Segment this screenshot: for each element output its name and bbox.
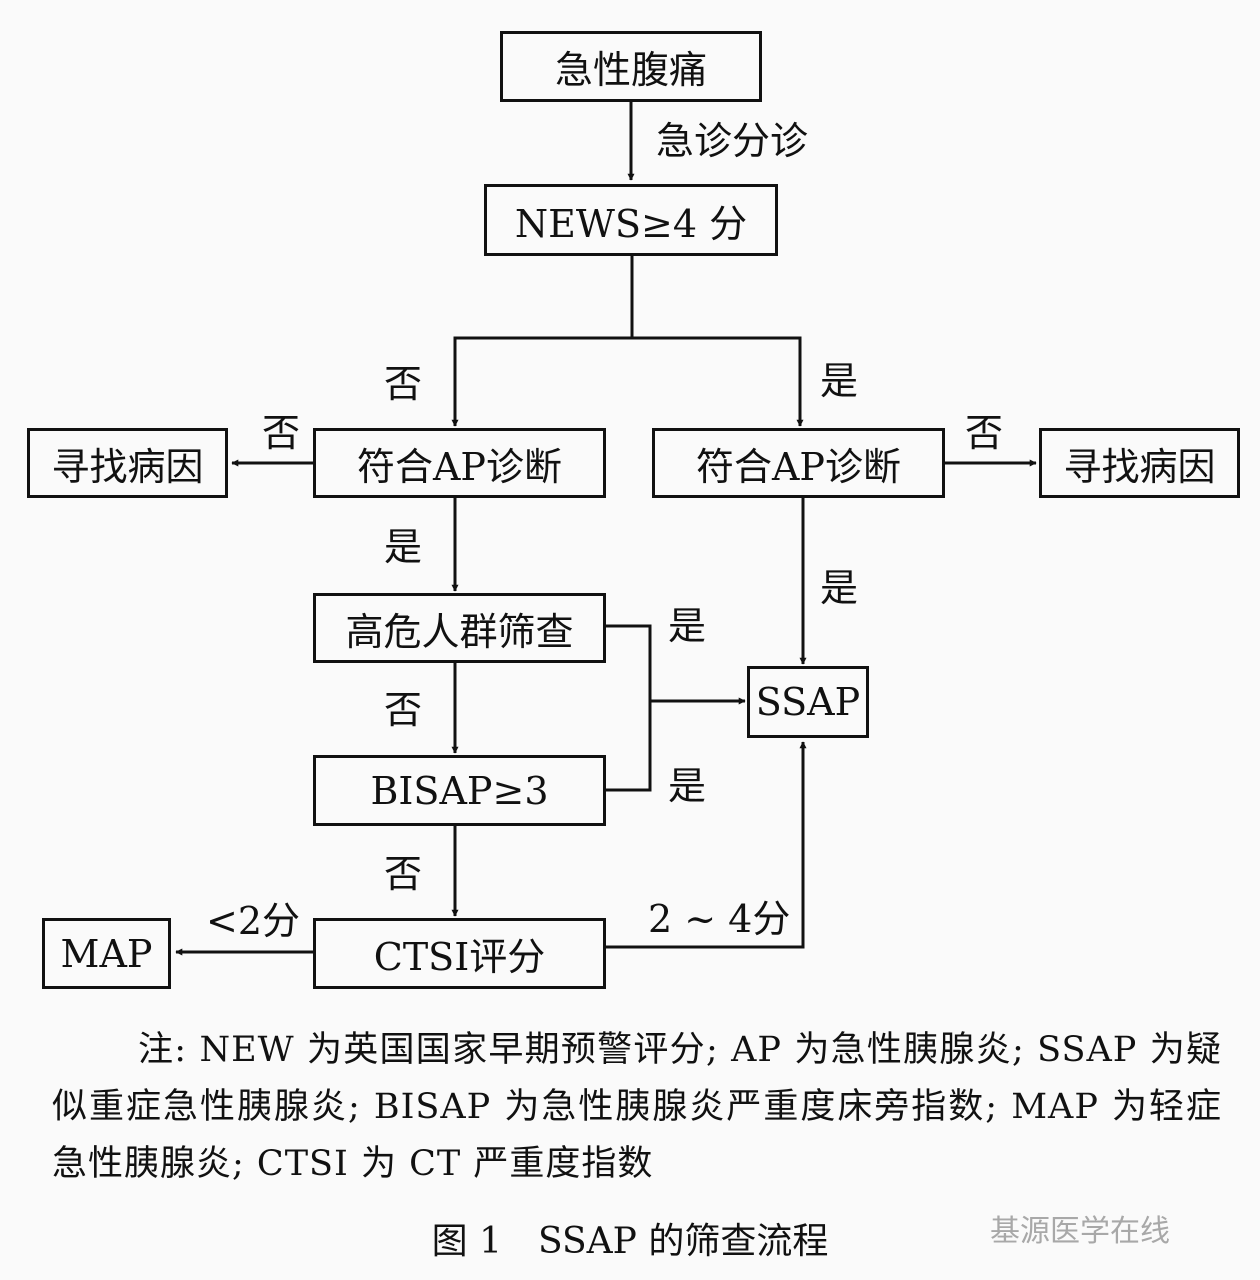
label-ap-left-no: 否 xyxy=(262,411,301,455)
node-high-risk-screening: 高危人群筛查 xyxy=(313,593,606,663)
node-find-cause-left: 寻找病因 xyxy=(27,428,228,498)
node-ap-diagnosis-right: 符合AP诊断 xyxy=(652,428,945,498)
label-highrisk-no: 否 xyxy=(384,688,423,732)
connector-ctsi-to-ssap xyxy=(605,741,807,949)
label-ap-left-yes: 是 xyxy=(384,525,423,569)
label-triage: 急诊分诊 xyxy=(656,119,809,163)
label-ap-right-yes: 是 xyxy=(820,566,859,610)
node-ctsi-score: CTSI评分 xyxy=(313,918,606,989)
label-bisap-no: 否 xyxy=(384,852,423,896)
label-news-yes: 是 xyxy=(820,359,859,403)
label-highrisk-yes: 是 xyxy=(668,604,707,648)
node-ssap: SSAP xyxy=(747,666,869,738)
node-ap-diagnosis-left: 符合AP诊断 xyxy=(313,428,606,498)
node-map: MAP xyxy=(42,918,171,989)
label-ctsi-mid: 2 ~ 4分 xyxy=(648,897,791,941)
node-news-score: NEWS≥4 分 xyxy=(484,184,778,256)
node-acute-abdominal-pain: 急性腹痛 xyxy=(500,31,762,102)
node-find-cause-right: 寻找病因 xyxy=(1039,428,1240,498)
label-news-no: 否 xyxy=(384,362,423,406)
connector-news-split xyxy=(451,256,634,427)
connector-highrisk-yes xyxy=(605,624,652,792)
node-bisap: BISAP≥3 xyxy=(313,755,606,826)
label-ap-right-no: 否 xyxy=(965,411,1004,455)
figure-note: 注: NEW 为英国国家早期预警评分; AP 为急性胰腺炎; SSAP 为疑似重… xyxy=(52,1030,1222,1184)
label-ctsi-low: <2分 xyxy=(206,899,301,943)
watermark: 基源医学在线 xyxy=(990,1214,1170,1249)
figure-caption: 图 1 SSAP 的筛查流程 xyxy=(431,1221,829,1262)
connector-news-yes xyxy=(632,336,804,427)
label-bisap-yes: 是 xyxy=(668,764,707,808)
